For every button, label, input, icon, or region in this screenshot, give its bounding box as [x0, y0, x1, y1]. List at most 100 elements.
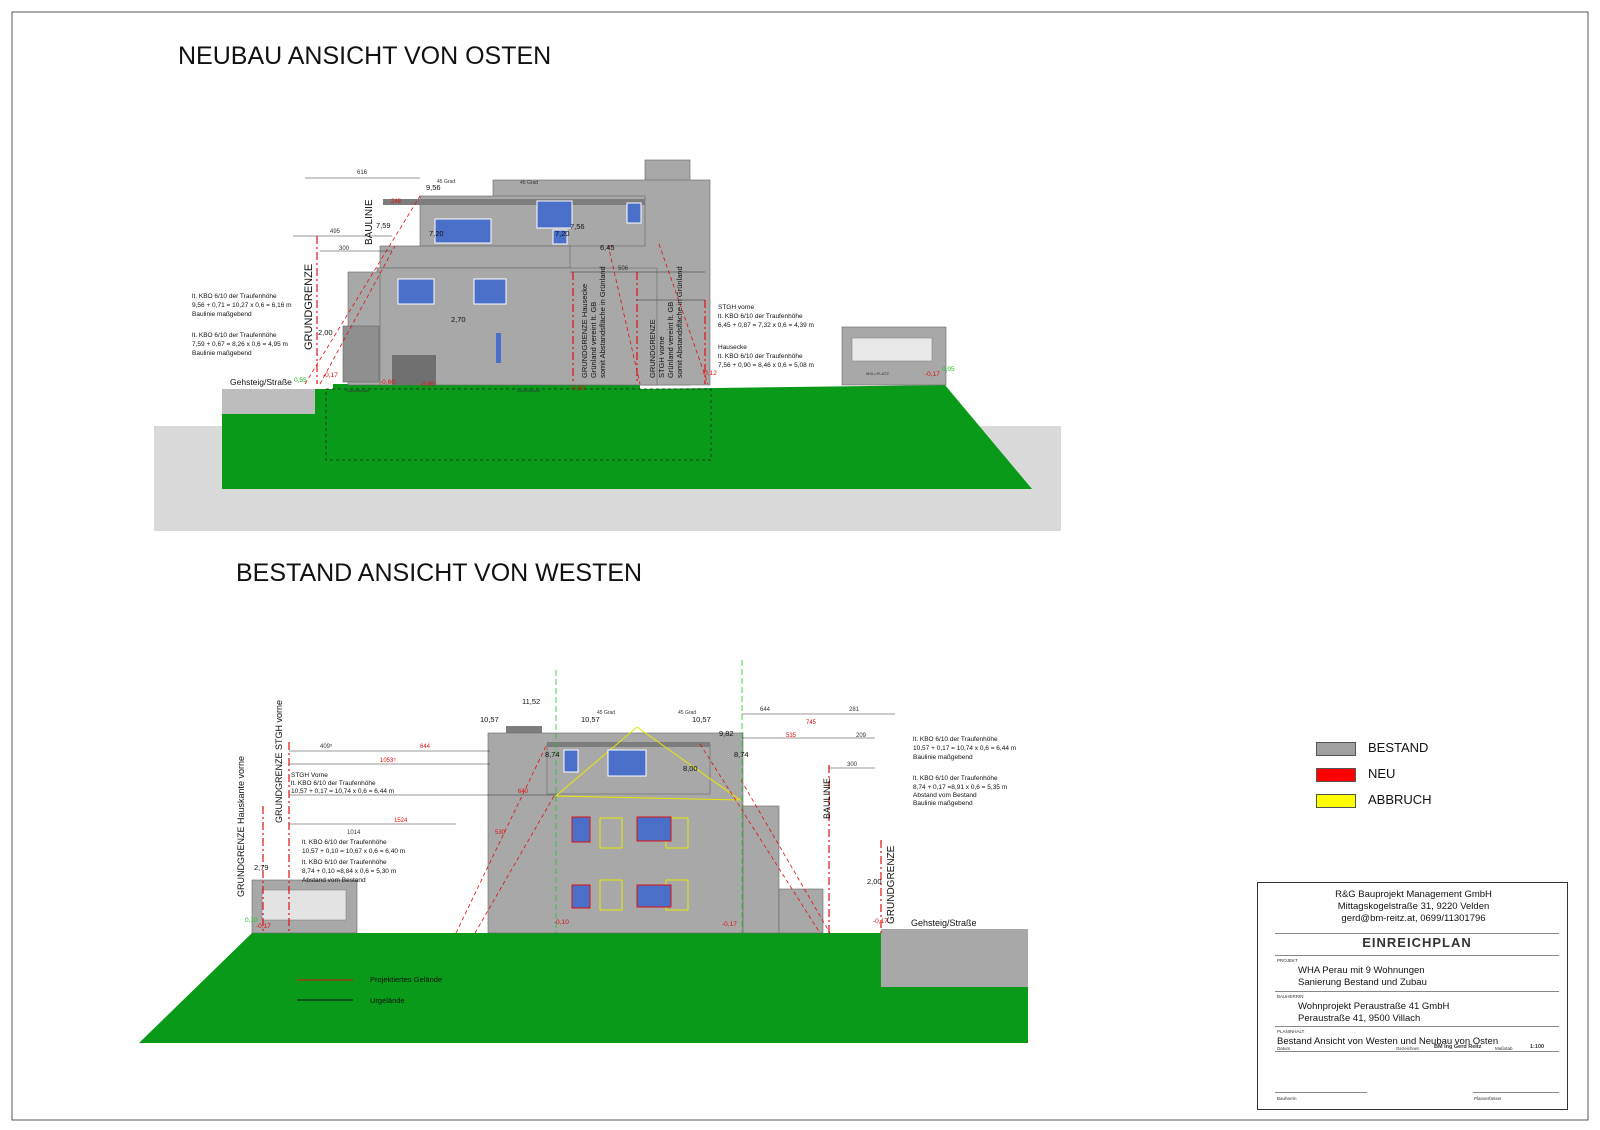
top-dim-text: 495 — [330, 229, 341, 235]
bottom-terrain — [139, 933, 1028, 1043]
bottom-window — [636, 884, 672, 908]
signature-line-left — [1275, 1092, 1367, 1093]
bottom-vertical-label: BAULINIE — [822, 778, 832, 819]
top-ground-level: 0,55 — [294, 377, 307, 384]
bottom-level-marker: 2,00 — [867, 877, 882, 886]
bottom-level-marker: 10,57 — [581, 715, 600, 724]
top-baulinie-label: BAULINIE — [364, 199, 375, 245]
legend-label: BESTAND — [1368, 740, 1429, 755]
top-roof-edge — [383, 199, 645, 205]
bottom-ground-level: 0,10 — [245, 917, 258, 924]
bottom-ground-level: -0,17 — [256, 923, 271, 930]
bottom-dim-text: 45 Grad — [678, 710, 696, 716]
top-dim-text: 506 — [618, 266, 629, 272]
title-block-divider — [1275, 1051, 1559, 1052]
top-balcony — [379, 245, 571, 269]
bottom-ground-level: -0,17 — [873, 918, 888, 925]
company-address: Mittagskogelstraße 31, 9220 Velden — [1337, 901, 1490, 912]
company-name: R&G Bauprojekt Management GmbH — [1335, 889, 1492, 900]
massstab-value: 1:100 — [1530, 1044, 1545, 1050]
bottom-dim-text: 409⁵ — [320, 743, 333, 750]
bottom-note-r2: lt. KBO 6/10 der Traufenhöhe 8,74 + 0,17… — [913, 775, 1009, 807]
bottom-window — [571, 816, 591, 843]
sheet-border — [11, 11, 1589, 1121]
bottom-level-marker: 8,74 — [545, 750, 560, 759]
bottom-roof-edge — [547, 742, 710, 747]
bottom-window — [607, 749, 647, 777]
top-window — [473, 278, 507, 305]
bottom-stair-house — [742, 805, 780, 934]
bottom-level-marker: 9,82 — [719, 729, 734, 738]
top-ground-level: -0,17 — [925, 371, 940, 378]
legend-item-neu: NEU — [1316, 766, 1476, 792]
title-block-divider — [1275, 933, 1559, 934]
bottom-vertical-label: GRUNDGRENZE — [886, 845, 897, 924]
top-level-marker: 7,56 — [570, 222, 585, 231]
bottom-vertical-label: GRUNDGRENZE Hauskante vorne — [236, 756, 246, 897]
top-ground-level: -0,90 — [570, 385, 585, 392]
bottom-demolition-window — [599, 879, 623, 911]
bottom-elevation: BESTAND ANSICHT VON WESTEN — [139, 559, 1028, 1043]
bottom-note-a: lt. KBO 6/10 der Traufenhöhe 10,57 + 0,1… — [302, 839, 405, 855]
bottom-chimney — [506, 726, 542, 734]
bottom-dim-text: 1014 — [347, 830, 361, 836]
bottom-dim-text: 530 — [495, 830, 506, 836]
projekt-line: WHA Perau mit 9 Wohnungen — [1298, 965, 1425, 976]
top-level-marker: 7,59 — [376, 221, 391, 230]
bottom-street-label: Gehsteig/Straße — [911, 918, 977, 928]
signature-line-right — [1473, 1092, 1559, 1093]
top-dim-text: 45 Grad — [437, 179, 455, 185]
top-note-2: lt. KBO 6/10 der Traufenhöhe 7,59 + 0,67… — [192, 332, 290, 357]
gezeichnet-label: Gezeichnet — [1396, 1046, 1419, 1051]
top-street-block — [222, 389, 315, 414]
company-contact: gerd@bm-reitz.at, 0699/11301796 — [1341, 913, 1486, 924]
bottom-setback-line — [699, 743, 821, 934]
top-terrain — [222, 384, 1032, 489]
bottom-dim-text: 1053⁵ — [380, 757, 396, 764]
company-info: R&G Bauprojekt Management GmbH Mittagsko… — [1258, 889, 1569, 925]
top-grundgrenze-label: GRUNDGRENZE — [303, 264, 315, 350]
bottom-street-block — [881, 929, 1028, 987]
bottom-level-marker: 2,79 — [254, 863, 269, 872]
projekt-line: Sanierung Bestand und Zubau — [1298, 977, 1427, 988]
title-block-divider — [1275, 955, 1559, 956]
top-vertical-note: GRUNDGRENZE — [648, 319, 657, 378]
bauherr-label: Bauherrin — [1277, 994, 1304, 999]
bottom-demolition-roof — [554, 726, 742, 801]
top-note-3: STGH vorne lt. KBO 6/10 der Traufenhöhe … — [718, 304, 814, 329]
legend-item-abbruch: ABBRUCH — [1316, 792, 1476, 818]
legend-swatch-abbruch — [1316, 794, 1356, 808]
legend-swatch-bestand — [1316, 742, 1356, 756]
bottom-demolition-window — [599, 817, 623, 849]
top-small-label: Sockelmauer — [346, 388, 370, 393]
bottom-dim-text: 745 — [806, 720, 817, 726]
top-street-label: Gehsteig/Straße — [230, 377, 292, 387]
legend-label: ABBRUCH — [1368, 792, 1432, 807]
bottom-dim-text: 640 — [518, 789, 529, 795]
bottom-note-b: lt. KBO 6/10 der Traufenhöhe 8,74 + 0,10… — [302, 859, 398, 884]
plan-heading: EINREICHPLAN — [1362, 935, 1472, 950]
top-level-marker: 2,00 — [318, 328, 333, 337]
bottom-note-r1: lt. KBO 6/10 der Traufenhöhe 10,57 + 0,1… — [913, 736, 1018, 761]
top-small-label: Sockelmauer — [517, 388, 541, 393]
bottom-carport-slats — [261, 889, 347, 921]
bottom-level-marker: 10,57 — [480, 715, 499, 724]
title-block: R&G Bauprojekt Management GmbH Mittagsko… — [1257, 882, 1568, 1110]
top-level-marker: 6,45 — [600, 243, 615, 252]
original-terrain-label: Urgelände — [370, 996, 405, 1005]
bottom-level-marker: 8,74 — [734, 750, 749, 759]
top-window — [626, 202, 642, 224]
bottom-side-shed — [778, 888, 824, 934]
top-note-1: lt. KBO 6/10 der Traufenhöhe 9,56 + 0,71… — [192, 293, 293, 318]
signature-label-right: Planverfasser — [1474, 1096, 1502, 1101]
top-vertical-note: STGH vorne — [657, 336, 666, 378]
planinhalt-text: Bestand Ansicht von Westen und Neubau vo… — [1277, 1036, 1499, 1047]
top-dim-text: 300 — [339, 246, 350, 252]
datum-label: Datum — [1277, 1046, 1291, 1051]
legend-label: NEU — [1368, 766, 1396, 781]
legend-swatch-neu — [1316, 768, 1356, 782]
bottom-level-marker: 8,00 — [683, 764, 698, 773]
signature-label-left: Bauherrin — [1277, 1096, 1297, 1101]
top-level-marker: 2,70 — [451, 315, 466, 324]
top-ground-level: -0,90 — [420, 381, 435, 388]
